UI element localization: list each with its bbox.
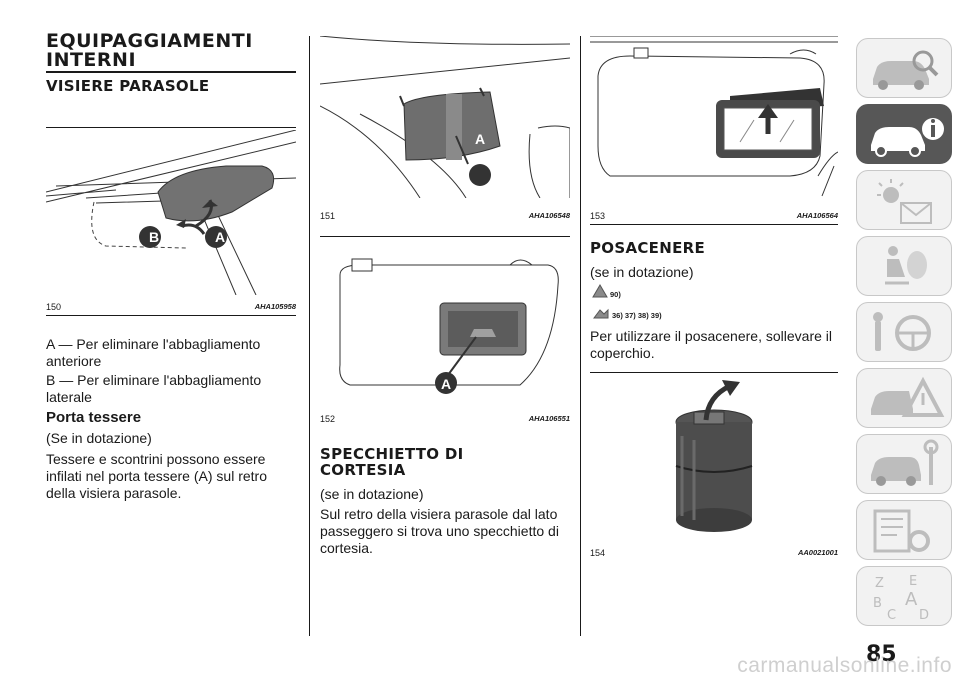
- figure-150-top-rule: [46, 127, 296, 128]
- figure-153-visor-mirror-open-image: [590, 36, 838, 197]
- section-visiere-parasole: VISIERE PARASOLE: [46, 77, 210, 95]
- alphabet-index-icon: Z E B A C D: [873, 574, 929, 623]
- figure-150-code: AHA105958: [254, 302, 296, 311]
- figure-150-sun-visor-image: [46, 130, 296, 295]
- note-refs-36-39: 36) 37) 38) 39): [612, 311, 662, 320]
- svg-text:D: D: [919, 608, 929, 623]
- chapter-title-line2: INTERNI: [46, 49, 137, 71]
- chapter-tab-technical-data[interactable]: [856, 500, 952, 560]
- posacenere-paragraph: Per utilizzare il posacenere, sollevare …: [590, 328, 832, 361]
- warning-light-icon: [877, 179, 932, 224]
- airbag-seat-icon: [885, 246, 927, 285]
- figure-150-number: 150: [46, 302, 62, 312]
- figure-150-label-a: A: [214, 229, 226, 245]
- figure-153-bottom-rule: [590, 224, 838, 225]
- item-b-text: B — Per eliminare l'abbagliamento latera…: [46, 372, 262, 405]
- figure-151-visor-card-holder-image: [320, 36, 570, 198]
- chapter-tab-warning-lights[interactable]: [856, 170, 952, 230]
- steering-key-icon: [873, 312, 931, 351]
- chapter-tab-knowing-car[interactable]: [856, 38, 952, 98]
- watermark-text: carmanualsonline.info: [737, 654, 952, 677]
- car-info-icon: [871, 118, 944, 157]
- chapter-title-line1: EQUIPAGGIAMENTI: [46, 30, 253, 52]
- figure-152-vanity-mirror-image: [339, 258, 559, 394]
- chapter-tab-emergency[interactable]: [856, 368, 952, 428]
- svg-text:E: E: [909, 574, 917, 589]
- chapter-tab-starting-driving[interactable]: [856, 302, 952, 362]
- figure-153-code: AHA106564: [796, 211, 838, 220]
- section-specchietto-line1: SPECCHIETTO DI: [320, 445, 464, 463]
- svg-text:Z: Z: [875, 576, 884, 591]
- section-posacenere: POSACENERE: [590, 239, 706, 257]
- specs-gear-icon: [873, 509, 930, 553]
- posacenere-availability: (se in dotazione): [590, 264, 694, 280]
- figure-154-number: 154: [590, 548, 606, 558]
- section-specchietto-line2: CORTESIA: [320, 461, 406, 479]
- figure-154-ashtray-image: [675, 380, 753, 532]
- car-wrench-icon: [871, 439, 939, 486]
- figure-151-label: A: [474, 131, 486, 147]
- svg-text:C: C: [887, 608, 896, 623]
- figure-152-label: A: [440, 376, 452, 392]
- svg-text:B: B: [873, 596, 882, 611]
- porta-tessere-heading: Porta tessere: [46, 409, 142, 426]
- figure-151-code: AHA106548: [528, 211, 570, 220]
- figure-150-bottom-rule: [46, 315, 296, 316]
- column-divider-1: [309, 36, 310, 636]
- caution-hand-icon: [593, 308, 609, 319]
- warning-triangle-icon: [592, 284, 608, 298]
- chapter-tab-dashboard-active[interactable]: [856, 104, 952, 164]
- column-divider-2: [580, 36, 581, 636]
- breakdown-triangle-icon: [871, 376, 945, 417]
- title-underline: [46, 71, 296, 73]
- item-a-text: A — Per eliminare l'abbagliamento anteri…: [46, 336, 261, 369]
- note-ref-90: 90): [610, 290, 621, 299]
- chapter-tab-index[interactable]: Z E B A C D: [856, 566, 952, 626]
- porta-tessere-availability: (Se in dotazione): [46, 430, 152, 446]
- car-search-icon: [873, 50, 939, 90]
- chapter-tab-maintenance[interactable]: [856, 434, 952, 494]
- figure-150-label-b: B: [148, 229, 160, 245]
- specchietto-availability: (se in dotazione): [320, 486, 424, 502]
- figure-152-top-rule: [320, 236, 570, 237]
- figure-152-number: 152: [320, 414, 336, 424]
- chapter-tab-safety[interactable]: [856, 236, 952, 296]
- figure-154-code: AA0021001: [797, 548, 838, 557]
- figure-154-top-rule: [590, 372, 838, 373]
- figure-153-number: 153: [590, 211, 606, 221]
- page-number: 85: [866, 642, 897, 667]
- porta-tessere-paragraph: Tessere e scontrini possono essere infil…: [46, 451, 267, 501]
- figure-151-number: 151: [320, 211, 336, 221]
- svg-text:A: A: [905, 589, 918, 610]
- specchietto-paragraph: Sul retro della visiera parasole dal lat…: [320, 506, 559, 556]
- figure-152-code: AHA106551: [528, 414, 570, 423]
